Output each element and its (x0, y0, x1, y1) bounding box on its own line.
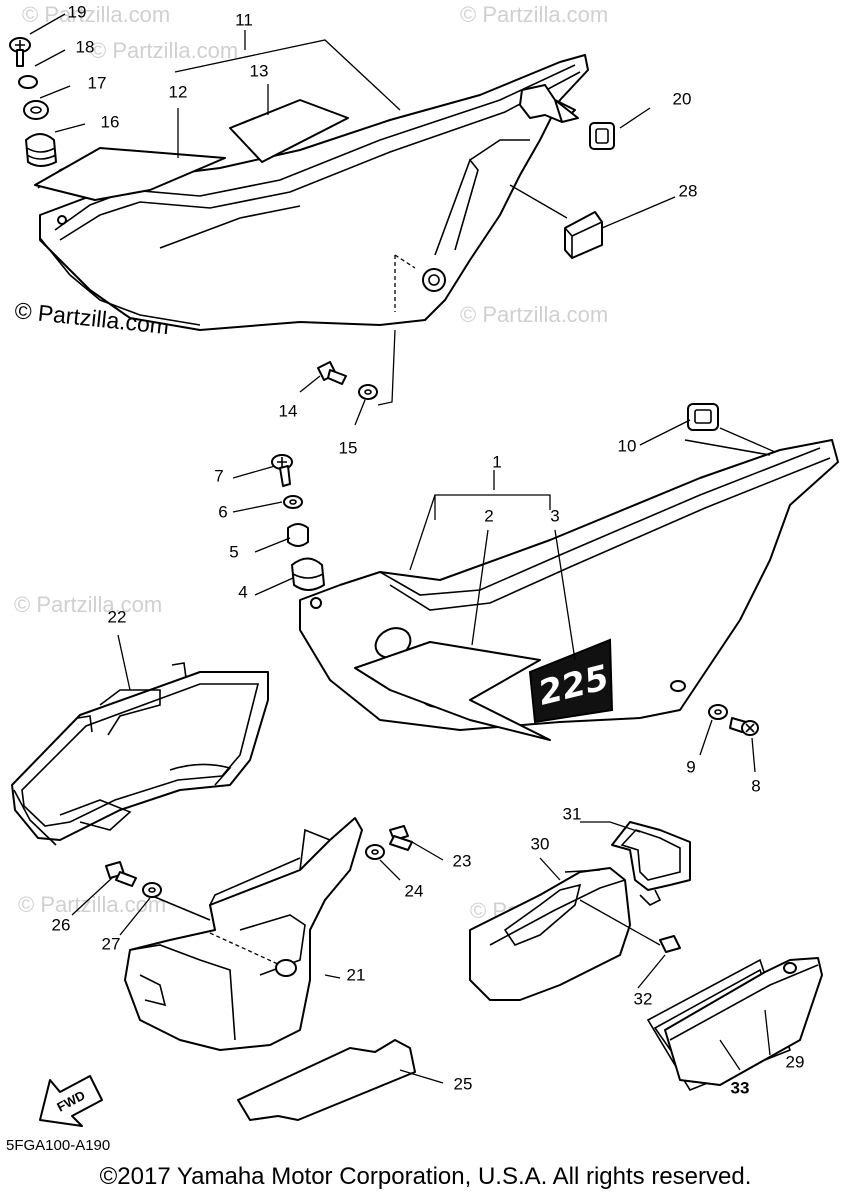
tool-tray-22 (11, 662, 269, 846)
watermark-text: © Partzilla.com (22, 2, 170, 27)
decal-13 (229, 99, 349, 163)
callout-23: 23 (453, 851, 472, 870)
fastener-stack-4-7 (271, 454, 325, 591)
callout-10: 10 (618, 436, 637, 455)
callout-2: 2 (484, 506, 493, 525)
callout-30: 30 (531, 834, 550, 853)
bolts-23-24-26-27 (105, 825, 413, 898)
callout-29: 29 (786, 1052, 805, 1071)
watermark-text: © Partzilla.com (90, 38, 238, 63)
bracket-21 (124, 817, 363, 1051)
callout-1: 1 (492, 452, 501, 471)
damper-28 (564, 211, 603, 259)
holder-31 (611, 821, 691, 906)
bolts-8-9 (708, 704, 759, 736)
callout-7: 7 (214, 466, 223, 485)
cover-pin (519, 84, 579, 123)
bolt-32 (659, 935, 681, 953)
callout-5: 5 (229, 542, 238, 561)
callout-12: 12 (169, 82, 188, 101)
tool-bag-30 (469, 867, 631, 1001)
callout-22: 22 (108, 607, 127, 626)
callout-4: 4 (238, 582, 247, 601)
watermark-text: © Partzilla.com (460, 302, 608, 327)
callout-16: 16 (101, 112, 120, 131)
bolts-14-15 (317, 361, 378, 400)
diagram-code: 5FGA100-A190 (6, 1137, 111, 1154)
grommet-20 (589, 122, 615, 150)
callout-18: 18 (76, 37, 95, 56)
fastener-stack-16-19 (9, 37, 57, 167)
copyright-notice: ©2017 Yamaha Motor Corporation, U.S.A. A… (99, 1163, 752, 1190)
callout-17: 17 (88, 73, 107, 92)
callout-14: 14 (279, 401, 298, 420)
grommet-10 (687, 403, 719, 431)
callout-15: 15 (339, 438, 358, 457)
callout-21: 21 (347, 965, 366, 984)
callout-9: 9 (686, 757, 695, 776)
sheet-25 (237, 1039, 416, 1121)
callout-33: 33 (731, 1078, 750, 1097)
upper-side-cover (37, 54, 589, 331)
fwd-arrow: FWD (39, 1075, 103, 1127)
callout-19: 19 (68, 2, 87, 21)
watermark-text: © Partzilla.com (14, 592, 162, 617)
callout-25: 25 (454, 1074, 473, 1093)
callout-3: 3 (550, 506, 559, 525)
callout-26: 26 (52, 915, 71, 934)
callout-24: 24 (405, 881, 424, 900)
decal-12 (34, 147, 226, 201)
callout-28: 28 (679, 181, 698, 200)
callout-labels: 19 18 17 16 11 13 12 20 28 14 15 10 7 6 … (52, 2, 805, 1097)
callout-11: 11 (235, 10, 253, 29)
leader-lines (29, 13, 776, 1084)
callout-13: 13 (250, 61, 269, 80)
callout-31: 31 (563, 804, 582, 823)
callout-32: 32 (634, 989, 653, 1008)
decal-2 (354, 641, 551, 741)
callout-8: 8 (751, 776, 760, 795)
watermark-text: © Partzilla.com (460, 2, 608, 27)
callout-6: 6 (218, 502, 227, 521)
decal-3: 225 (528, 638, 613, 724)
callout-27: 27 (102, 934, 121, 953)
callout-20: 20 (673, 89, 692, 108)
tool-kit-29 (646, 957, 823, 1091)
